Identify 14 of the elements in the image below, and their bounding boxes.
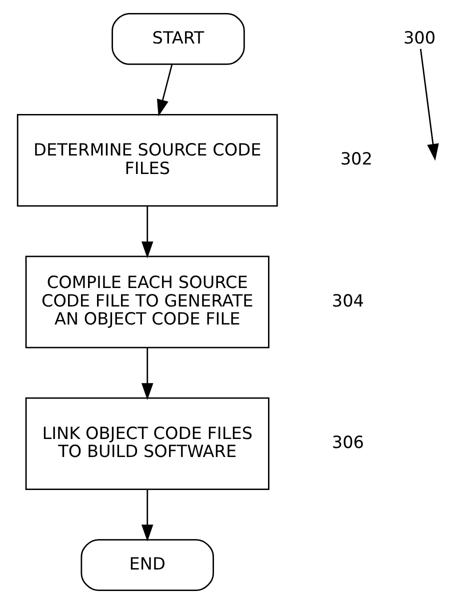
node-box: LINK OBJECT CODE FILES TO BUILD SOFTWARE: [24, 397, 269, 490]
node-label: 302: [340, 148, 372, 169]
arrow: [140, 490, 153, 542]
node-box: END: [80, 539, 214, 591]
arrow: [140, 348, 153, 400]
node-box: DETERMINE SOURCE CODE FILES: [16, 114, 278, 207]
arrow: [156, 64, 172, 116]
arrow: [419, 48, 438, 161]
node-label: 304: [331, 290, 364, 310]
node-label: 306: [331, 432, 364, 452]
node-box: START: [111, 13, 244, 65]
node-box: COMPILE EACH SOURCE CODE FILE TO GENERATE AN OBJECT CODE FILE: [24, 256, 269, 348]
arrow: [140, 206, 153, 258]
node-text: 300: [402, 27, 436, 48]
